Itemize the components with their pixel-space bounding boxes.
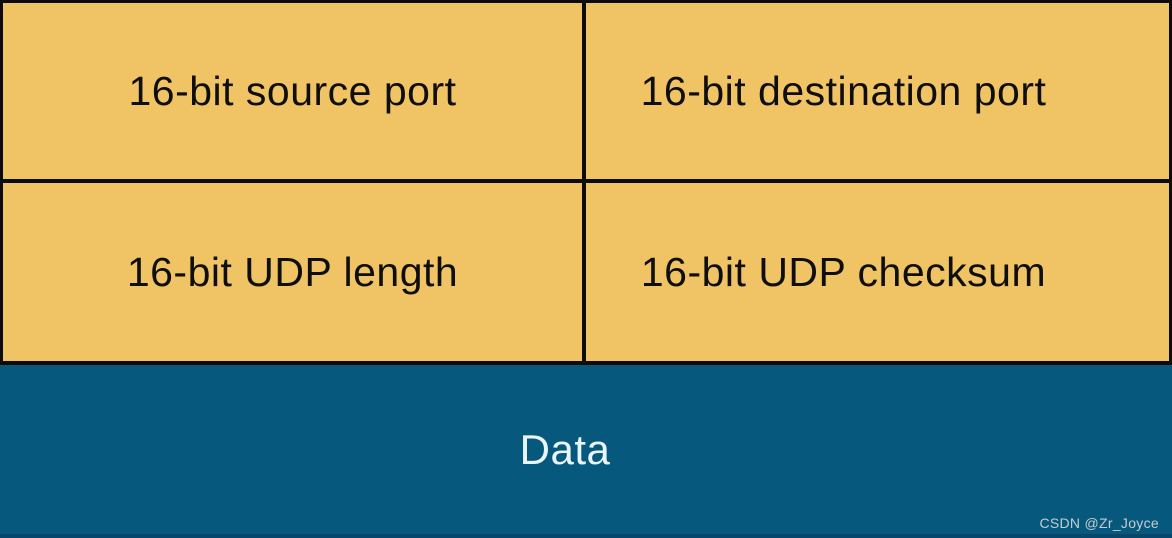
field-udp-checksum: 16-bit UDP checksum bbox=[586, 183, 1169, 361]
field-udp-length-label: 16-bit UDP length bbox=[126, 248, 459, 295]
field-udp-checksum-label: 16-bit UDP checksum bbox=[640, 248, 1047, 295]
field-source-port: 16-bit source port bbox=[3, 3, 582, 179]
field-udp-length: 16-bit UDP length bbox=[3, 183, 582, 361]
field-destination-port-label: 16-bit destination port bbox=[640, 67, 1047, 114]
field-source-port-label: 16-bit source port bbox=[128, 67, 457, 114]
header-fields-grid: 16-bit source port 16-bit destination po… bbox=[0, 0, 1172, 365]
field-data: Data bbox=[0, 365, 1172, 538]
field-data-label: Data bbox=[519, 425, 611, 473]
watermark: CSDN @Zr_Joyce bbox=[1039, 515, 1159, 531]
field-destination-port: 16-bit destination port bbox=[586, 3, 1169, 179]
